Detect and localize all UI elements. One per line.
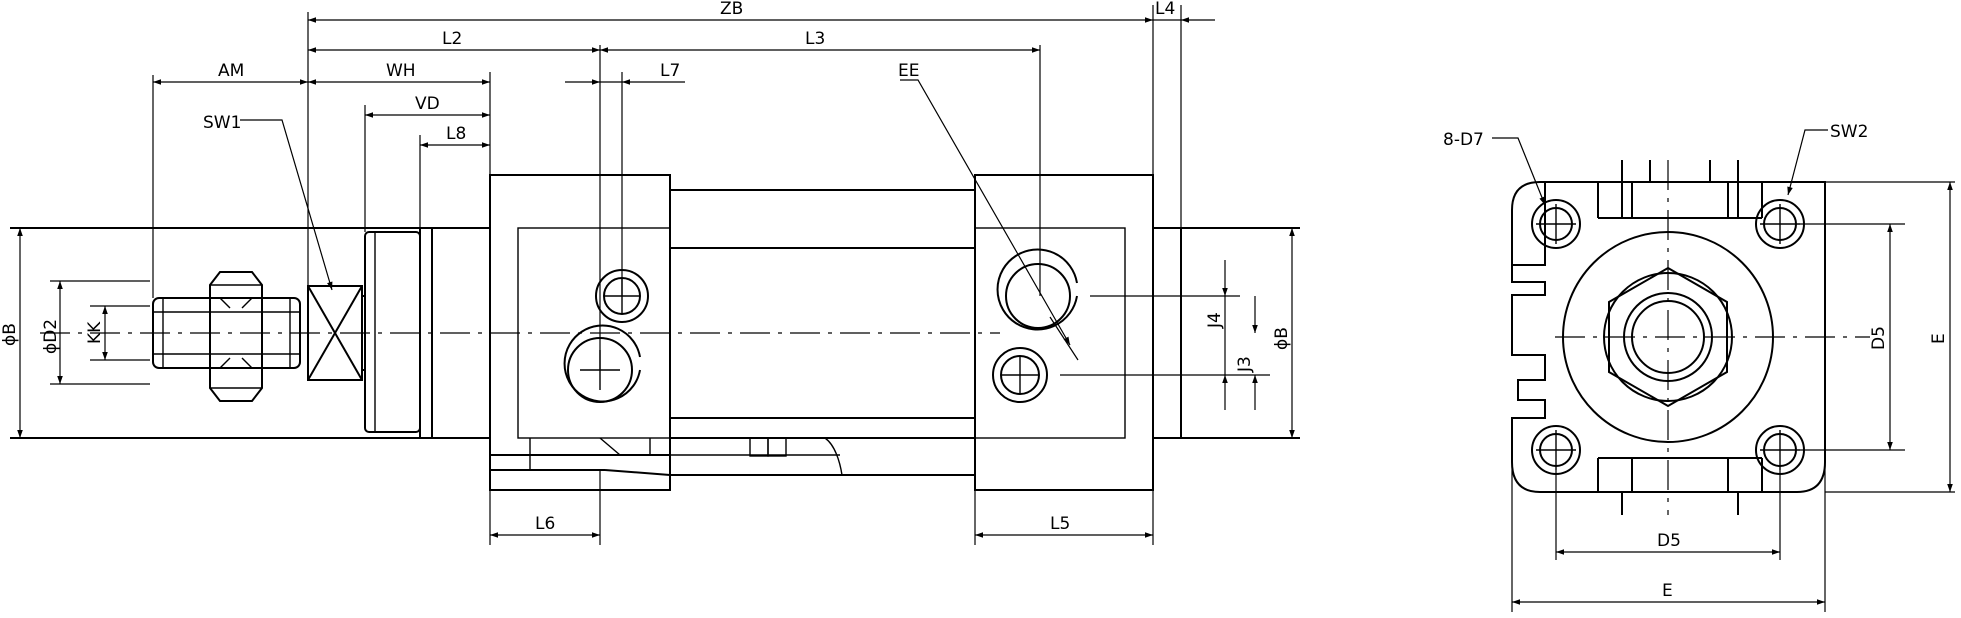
dim-l8: L8	[446, 124, 466, 144]
rear-port-large	[996, 248, 1078, 331]
dim-d5-horizontal: D5	[1657, 531, 1681, 551]
bolt-hole-bl	[1531, 425, 1581, 475]
top-lugs	[1597, 160, 1763, 219]
dim-l4: L4	[1155, 0, 1175, 19]
dim-l7: L7	[660, 61, 680, 81]
dim-am: AM	[218, 61, 244, 81]
dim-8-d7: 8-D7	[1443, 130, 1484, 150]
threaded-rod-end	[152, 297, 301, 369]
side-view: ZB L4 L2 L3 AM WH L7 VD L8 EE SW1	[0, 0, 1300, 545]
dim-sw2: SW2	[1830, 122, 1868, 142]
dim-phi-b-right: ϕB	[1272, 327, 1292, 350]
dim-zb: ZB	[720, 0, 743, 19]
dim-phi-d2: ϕD2	[41, 319, 61, 354]
bolt-hole-tr	[1755, 199, 1805, 249]
dim-l3: L3	[805, 29, 825, 49]
end-view: 8-D7 SW2 D5 E D5 E	[1443, 122, 1955, 612]
dim-e-horizontal: E	[1662, 581, 1673, 601]
dim-ee: EE	[898, 61, 919, 81]
dim-j4: J4	[1205, 312, 1225, 329]
dim-vd: VD	[415, 94, 440, 114]
dim-e-vertical: E	[1929, 333, 1949, 344]
rear-cover	[974, 174, 1300, 491]
dim-l6: L6	[535, 514, 555, 534]
hex-outline	[1608, 266, 1728, 408]
bolt-hole-tl	[1531, 199, 1581, 249]
bottom-lugs	[1597, 457, 1763, 515]
dim-phi-b-left: ϕB	[0, 323, 20, 346]
dim-l2: L2	[442, 29, 462, 49]
bolt-hole-br	[1755, 425, 1805, 475]
dim-sw1: SW1	[203, 113, 241, 133]
rear-port-small	[992, 347, 1048, 403]
cylinder-barrel	[604, 189, 975, 476]
dim-wh: WH	[386, 61, 416, 81]
hex-nut	[209, 271, 263, 402]
dim-kk: KK	[85, 321, 105, 344]
dim-l5: L5	[1050, 514, 1070, 534]
dim-d5-vertical: D5	[1869, 326, 1889, 350]
dim-j3: J3	[1235, 356, 1255, 373]
front-cover	[489, 174, 671, 491]
front-port-large	[563, 324, 641, 403]
rod-bushing	[364, 227, 433, 439]
